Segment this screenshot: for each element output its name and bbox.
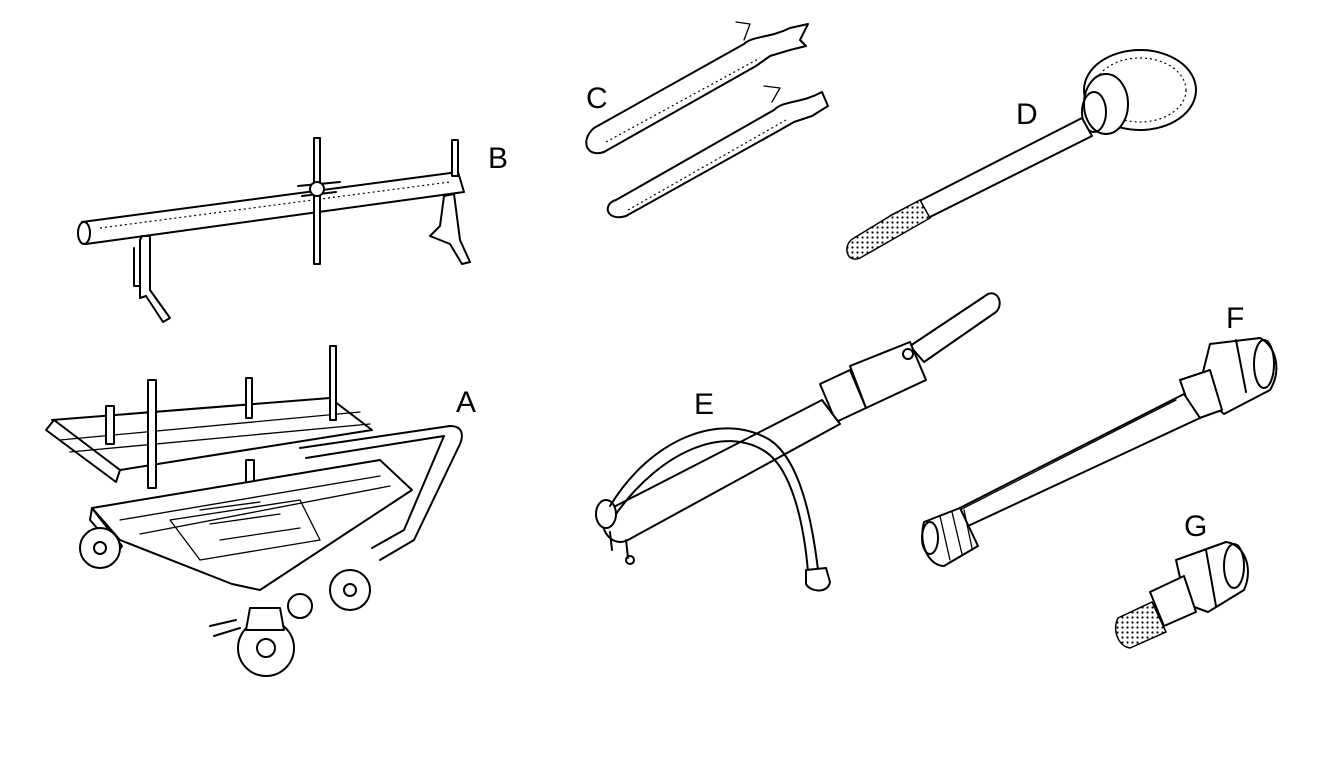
tool-c-spanner-wrenches [585,21,829,219]
tool-f-socket-extension [921,337,1278,567]
label-c: C [586,82,608,115]
label-b: B [488,142,508,175]
tool-a-engine-dolly [45,345,463,677]
label-d: D [1016,98,1038,131]
label-f: F [1226,302,1244,335]
tool-e-handle-with-cable [595,292,1001,592]
label-g: G [1184,510,1207,543]
tool-b-engine-support-bar [77,137,471,323]
label-e: E [694,388,714,421]
tool-g-socket-bit [1114,541,1249,649]
tool-d-threaded-puller [846,49,1197,260]
label-a: A [456,386,476,419]
